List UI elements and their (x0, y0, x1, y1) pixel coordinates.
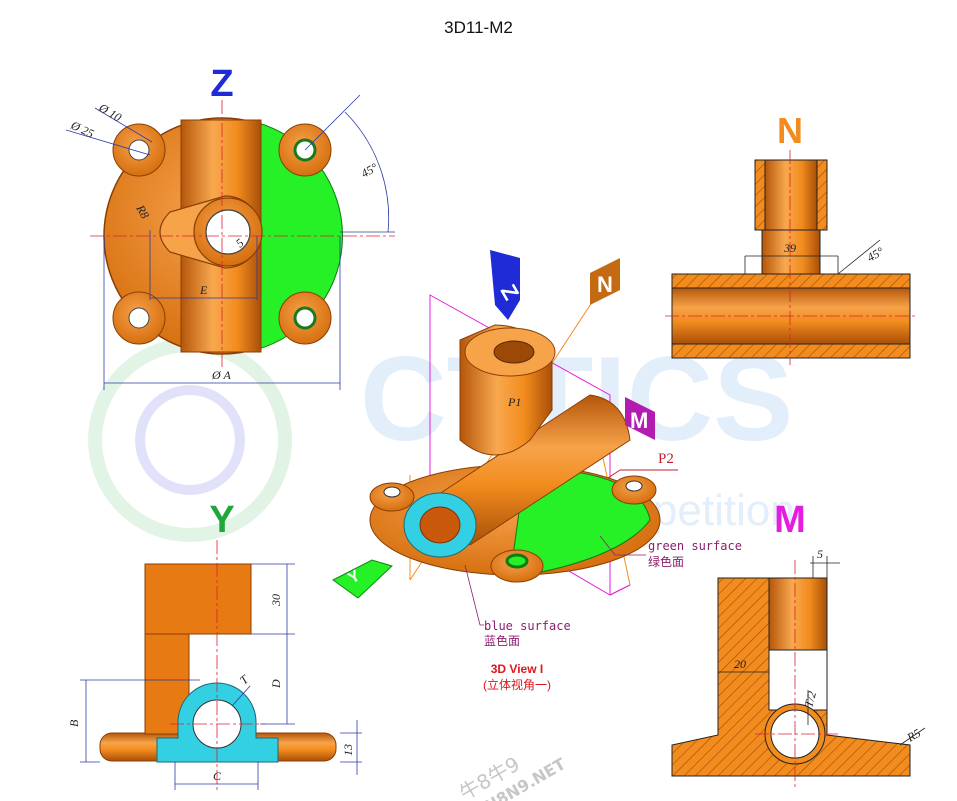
iso-m-tag-text: M (630, 408, 648, 433)
view-subtitle: (立体视角一) (483, 677, 551, 692)
iso-view: Z N M Y P1 P2 green surface 绿色面 blue sur… (332, 250, 742, 692)
m-dim-5: 5 (817, 547, 823, 561)
y-view: Y 30 D B 13 C (67, 499, 362, 790)
iso-y-tag: Y (332, 559, 393, 599)
y-dim-d: D (269, 679, 283, 689)
z-dim-a: Ø A (211, 368, 231, 382)
iso-n-tag: N (590, 258, 620, 305)
z-dim-d25: Ø 25 (68, 118, 96, 141)
m-view-label: M (774, 499, 806, 541)
n-dim-45: 45° (865, 244, 887, 265)
y-dim-t: T (237, 671, 252, 687)
z-view-label: Z (210, 63, 233, 105)
z-dim-d10: Ø 10 (96, 100, 124, 124)
iso-horizontal-pipe (429, 394, 631, 546)
y-dim-30: 30 (269, 594, 283, 607)
iso-m-tag: M (625, 397, 655, 440)
y-dim-b: B (67, 719, 81, 727)
blue-surface-label-cn: 蓝色面 (484, 634, 520, 648)
m-dim-20: 20 (734, 657, 746, 671)
view-title: 3D View I (491, 662, 543, 676)
z-mounting-ears (112, 123, 332, 345)
y-dimension-lines (80, 563, 362, 790)
iso-z-tag: Z (490, 250, 524, 320)
iso-ears (369, 475, 657, 583)
z-dimension-lines (65, 94, 395, 390)
m-view: M 5 20 T/2 R5 (671, 499, 926, 790)
iso-p1-label: P1 (507, 395, 521, 409)
n8n9-watermark: 牛8牛9 N8N9.NET (455, 752, 569, 801)
n-view: N 39 45° (665, 110, 915, 365)
n-view-label: N (777, 110, 803, 151)
page-title: 3D11-M2 (444, 18, 513, 37)
y-dim-13: 13 (341, 744, 355, 756)
z-boss-hole (205, 209, 251, 255)
z-view: Z (65, 63, 395, 390)
m-dim-t2: T/2 (801, 690, 819, 709)
z-dim-r8: R8 (133, 202, 152, 221)
y-view-label: Y (209, 499, 234, 541)
n-dim-39: 39 (783, 241, 796, 255)
blue-surface-label: blue surface (484, 619, 571, 633)
green-surface-label-cn: 绿色面 (648, 554, 684, 569)
iso-n-tag-text: N (597, 272, 613, 297)
m-dim-r5: R5 (904, 726, 923, 745)
y-top-post (144, 563, 252, 635)
z-dim-angle: 45° (359, 160, 381, 181)
iso-p2-label: P2 (658, 451, 674, 467)
z-dim-e: E (199, 283, 208, 297)
y-dim-c: C (213, 769, 222, 783)
green-surface-label: green surface (648, 539, 742, 553)
